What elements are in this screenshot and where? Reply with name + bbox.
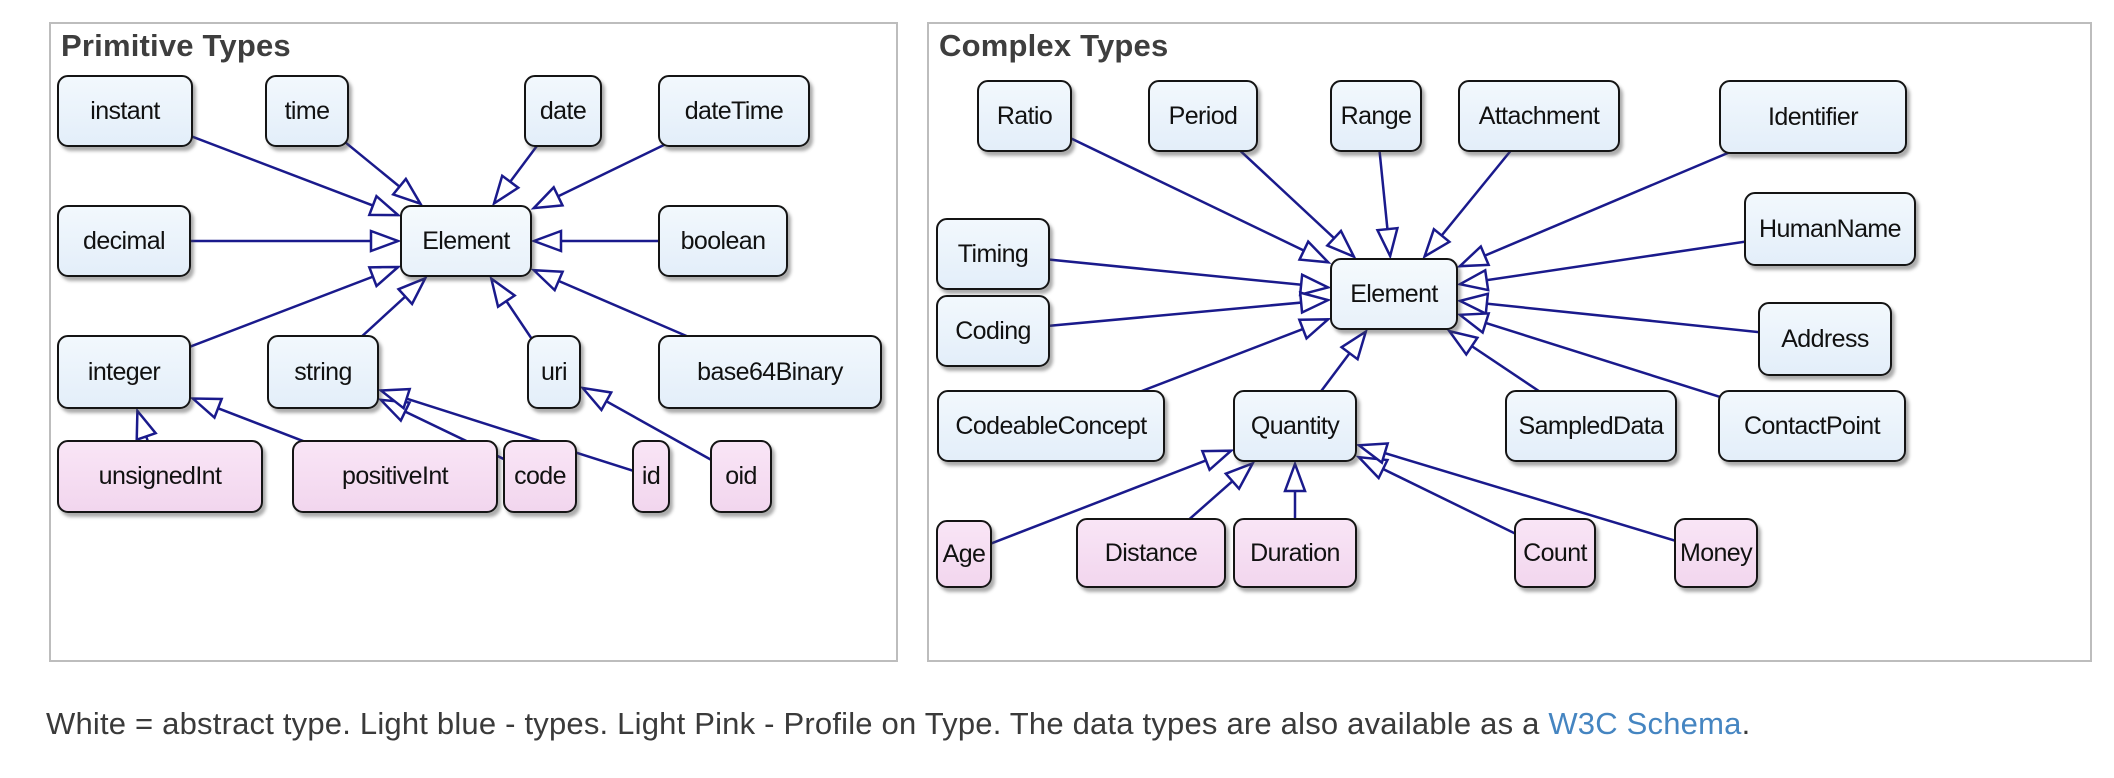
node-dateTime[interactable]: dateTime bbox=[658, 75, 810, 147]
node-Distance[interactable]: Distance bbox=[1076, 518, 1226, 588]
node-Attachment[interactable]: Attachment bbox=[1458, 80, 1620, 152]
complex-types-title: Complex Types bbox=[939, 28, 1169, 63]
node-Range[interactable]: Range bbox=[1330, 80, 1422, 152]
edge-Age-to-Quantity bbox=[963, 449, 1235, 556]
node-Coding[interactable]: Coding bbox=[936, 295, 1050, 367]
node-positiveInt[interactable]: positiveInt bbox=[292, 440, 498, 513]
node-Address[interactable]: Address bbox=[1758, 302, 1892, 376]
node-Quantity[interactable]: Quantity bbox=[1233, 390, 1357, 462]
legend-caption: White = abstract type. Light blue - type… bbox=[46, 701, 1906, 747]
primitive-types-title: Primitive Types bbox=[61, 28, 291, 63]
edge-Ratio-to-element_c bbox=[1023, 114, 1332, 264]
node-Age[interactable]: Age bbox=[936, 520, 992, 588]
node-Identifier[interactable]: Identifier bbox=[1719, 80, 1907, 154]
node-time[interactable]: time bbox=[265, 75, 349, 147]
node-decimal[interactable]: decimal bbox=[57, 205, 191, 277]
node-oid[interactable]: oid bbox=[710, 440, 772, 513]
node-code[interactable]: code bbox=[503, 440, 577, 513]
w3c-schema-link[interactable]: W3C Schema bbox=[1548, 706, 1742, 741]
node-element_c[interactable]: Element bbox=[1330, 258, 1458, 330]
node-SampledData[interactable]: SampledData bbox=[1505, 390, 1677, 462]
node-element_p[interactable]: Element bbox=[400, 205, 532, 277]
node-boolean[interactable]: boolean bbox=[658, 205, 788, 277]
legend-text-end: . bbox=[1741, 706, 1751, 741]
edge-id-to-string bbox=[377, 387, 652, 478]
node-string[interactable]: string bbox=[267, 335, 379, 409]
node-base64Binary[interactable]: base64Binary bbox=[658, 335, 882, 409]
node-instant[interactable]: instant bbox=[57, 75, 193, 147]
node-Duration[interactable]: Duration bbox=[1233, 518, 1357, 588]
node-integer[interactable]: integer bbox=[57, 335, 191, 409]
node-Ratio[interactable]: Ratio bbox=[977, 80, 1072, 152]
node-Count[interactable]: Count bbox=[1514, 518, 1596, 588]
node-unsignedInt[interactable]: unsignedInt bbox=[57, 440, 263, 513]
node-date[interactable]: date bbox=[524, 75, 602, 147]
node-CodeableConcept[interactable]: CodeableConcept bbox=[937, 390, 1165, 462]
edge-Money-to-Quantity bbox=[1355, 442, 1717, 555]
node-id[interactable]: id bbox=[632, 440, 670, 513]
node-uri[interactable]: uri bbox=[527, 335, 581, 409]
node-HumanName[interactable]: HumanName bbox=[1744, 192, 1916, 266]
node-Money[interactable]: Money bbox=[1674, 518, 1758, 588]
node-Period[interactable]: Period bbox=[1148, 80, 1258, 152]
node-ContactPoint[interactable]: ContactPoint bbox=[1718, 390, 1906, 462]
legend-text: White = abstract type. Light blue - type… bbox=[46, 706, 1549, 741]
node-Timing[interactable]: Timing bbox=[936, 218, 1050, 290]
